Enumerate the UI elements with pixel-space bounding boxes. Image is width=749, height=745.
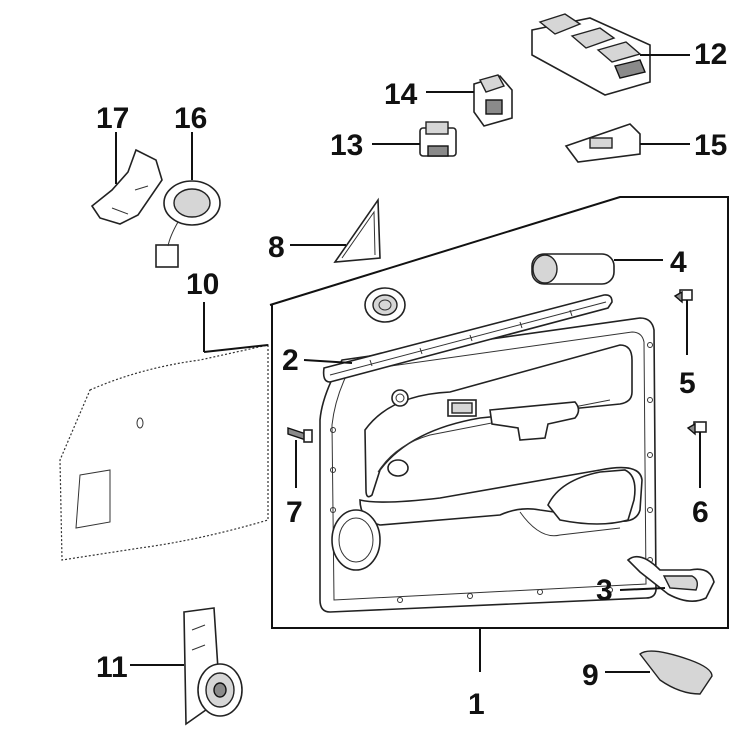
callout-4: 4 [670, 246, 687, 279]
callout-labels: 1 2 3 4 5 6 7 8 9 10 11 12 13 14 15 16 1… [96, 38, 727, 721]
callout-16: 16 [174, 102, 207, 135]
callout-1: 1 [468, 688, 485, 721]
callout-11: 11 [96, 651, 128, 684]
screw-7 [287, 427, 313, 443]
lower-speaker [183, 607, 243, 726]
callout-8: 8 [268, 231, 285, 264]
inside-handle [626, 555, 715, 602]
speaker-bracket [90, 148, 163, 225]
callout-3: 3 [596, 574, 613, 607]
callout-7: 7 [286, 496, 303, 529]
door-panel-assembly-frame [269, 196, 729, 629]
window-switch-14 [473, 74, 513, 127]
belt-moulding [322, 294, 613, 383]
door-trim-panel [319, 317, 657, 613]
callout-13: 13 [330, 129, 363, 162]
callout-10: 10 [186, 268, 219, 301]
callout-15: 15 [694, 129, 727, 162]
callout-5: 5 [679, 367, 696, 400]
clip-5 [673, 289, 693, 304]
water-shield [59, 344, 269, 561]
callout-17: 17 [96, 102, 129, 135]
tweeter-cover [364, 287, 406, 323]
callout-14: 14 [384, 78, 418, 111]
upper-speaker [155, 180, 221, 268]
corner-cover [333, 197, 381, 263]
callout-9: 9 [582, 659, 599, 692]
callout-12: 12 [694, 38, 727, 71]
window-switch-13 [419, 121, 457, 157]
handle-bezel [639, 650, 713, 695]
leader-lines [115, 54, 701, 673]
switch-bezel [564, 123, 641, 163]
callout-6: 6 [692, 496, 709, 529]
master-window-switch [531, 13, 651, 96]
clip-6 [686, 421, 707, 436]
callout-2: 2 [282, 344, 299, 377]
pull-handle-grip [531, 253, 615, 285]
